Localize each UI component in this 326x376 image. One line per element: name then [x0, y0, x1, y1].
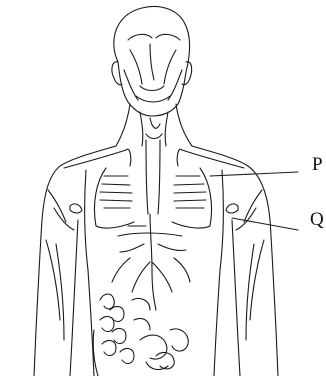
- leader-line-q: [232, 218, 298, 230]
- label-p: P: [312, 155, 323, 174]
- torso-outline: [34, 146, 278, 376]
- leader-line-p: [210, 172, 298, 176]
- neck: [116, 104, 192, 146]
- chest: [64, 140, 244, 236]
- label-q: Q: [310, 210, 324, 229]
- intestines: [93, 294, 188, 376]
- vagus-nerve: [112, 214, 190, 310]
- head: [112, 7, 192, 116]
